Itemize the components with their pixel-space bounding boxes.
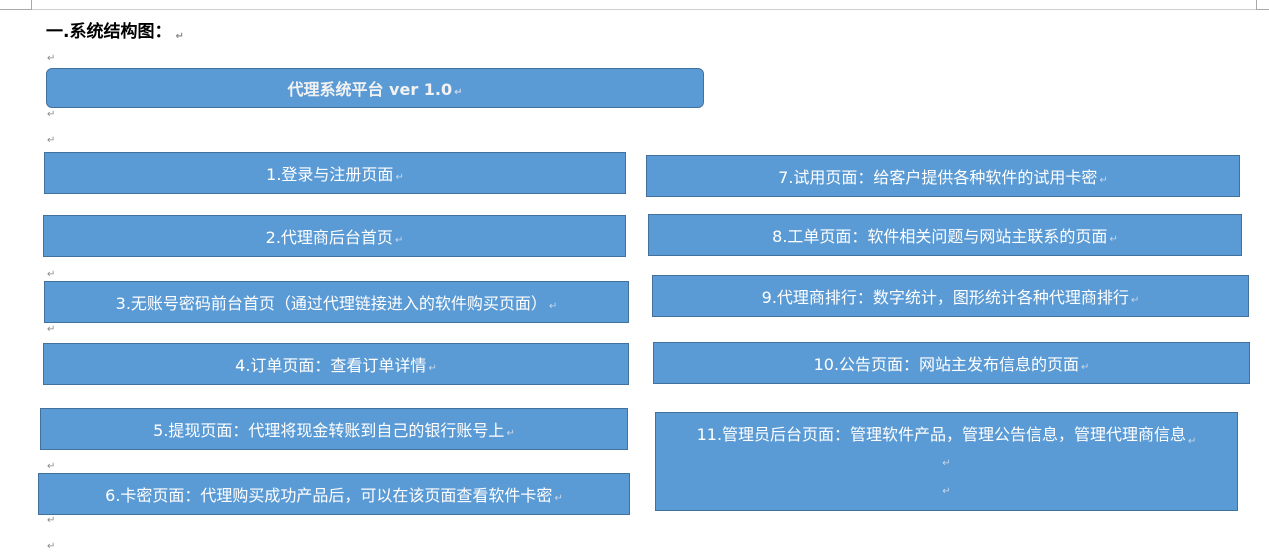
paragraph-mark: ↵ (1188, 436, 1197, 447)
module-label: 3.无账号密码前台首页（通过代理链接进入的软件购买页面） (115, 294, 547, 313)
paragraph-mark: ↵ (175, 31, 184, 42)
paragraph-mark: ↵ (47, 269, 56, 280)
paragraph-mark: ↵ (1130, 294, 1140, 306)
system-title-text: 代理系统平台 ver 1.0 (287, 80, 453, 99)
module-box-agent-dashboard: 2.代理商后台首页↵ (43, 215, 626, 257)
paragraph-mark: ↵ (1081, 361, 1090, 373)
paragraph-mark: ↵ (942, 486, 951, 497)
module-label: 8.工单页面：软件相关问题与网站主联系的页面 (772, 227, 1108, 246)
module-label: 4.订单页面：查看订单详情 (235, 356, 427, 375)
page-top-edge (0, 9, 1269, 10)
module-box-agent-ranking: 9.代理商排行：数字统计，图形统计各种代理商排行↵ (652, 275, 1249, 317)
module-box-tickets: 8.工单页面：软件相关问题与网站主联系的页面↵ (648, 214, 1242, 256)
paragraph-mark: ↵ (454, 86, 463, 98)
crop-mark-top-left (0, 0, 32, 10)
paragraph-mark: ↵ (47, 53, 56, 64)
system-title-box: 代理系统平台 ver 1.0↵ (46, 68, 704, 108)
module-label: 5.提现页面：代理将现金转账到自己的银行账号上 (153, 421, 505, 440)
paragraph-mark: ↵ (1099, 174, 1108, 186)
paragraph-mark: ↵ (942, 458, 951, 469)
module-label: 10.公告页面：网站主发布信息的页面 (813, 355, 1080, 374)
module-box-announcements: 10.公告页面：网站主发布信息的页面↵ (653, 342, 1250, 384)
paragraph-mark: ↵ (47, 541, 56, 552)
crop-mark-top-right (1256, 0, 1269, 10)
paragraph-mark: ↵ (47, 515, 56, 526)
paragraph-mark: ↵ (47, 109, 56, 120)
module-box-storefront: 3.无账号密码前台首页（通过代理链接进入的软件购买页面）↵ (44, 281, 629, 323)
paragraph-mark: ↵ (554, 492, 563, 504)
paragraph-mark: ↵ (47, 461, 56, 472)
module-label: 1.登录与注册页面 (266, 165, 394, 184)
paragraph-mark: ↵ (1109, 233, 1118, 245)
section-heading: 一.系统结构图：↵ (46, 17, 184, 42)
module-label: 9.代理商排行：数字统计，图形统计各种代理商排行 (761, 288, 1129, 307)
paragraph-mark: ↵ (506, 427, 515, 439)
module-label: 2.代理商后台首页 (265, 228, 393, 247)
module-box-orders: 4.订单页面：查看订单详情↵ (43, 343, 629, 385)
module-box-login: 1.登录与注册页面↵ (44, 152, 626, 194)
module-label: 7.试用页面：给客户提供各种软件的试用卡密 (778, 168, 1098, 187)
paragraph-mark: ↵ (395, 171, 404, 183)
paragraph-mark: ↵ (394, 234, 404, 246)
paragraph-mark: ↵ (548, 300, 558, 312)
paragraph-mark: ↵ (47, 324, 56, 335)
section-heading-text: 一.系统结构图： (46, 22, 172, 42)
paragraph-mark: ↵ (47, 135, 56, 146)
module-label: 6.卡密页面：代理购买成功产品后，可以在该页面查看软件卡密 (105, 486, 553, 505)
module-box-admin: 11.管理员后台页面：管理软件产品，管理公告信息，管理代理商信息↵ ↵ ↵ (655, 412, 1238, 511)
module-box-withdrawal: 5.提现页面：代理将现金转账到自己的银行账号上↵ (40, 408, 628, 450)
module-box-trial: 7.试用页面：给客户提供各种软件的试用卡密↵ (646, 155, 1240, 197)
module-box-card-keys: 6.卡密页面：代理购买成功产品后，可以在该页面查看软件卡密↵ (38, 473, 630, 515)
module-label: 11.管理员后台页面：管理软件产品，管理公告信息，管理代理商信息 (696, 425, 1187, 444)
paragraph-mark: ↵ (428, 362, 437, 374)
